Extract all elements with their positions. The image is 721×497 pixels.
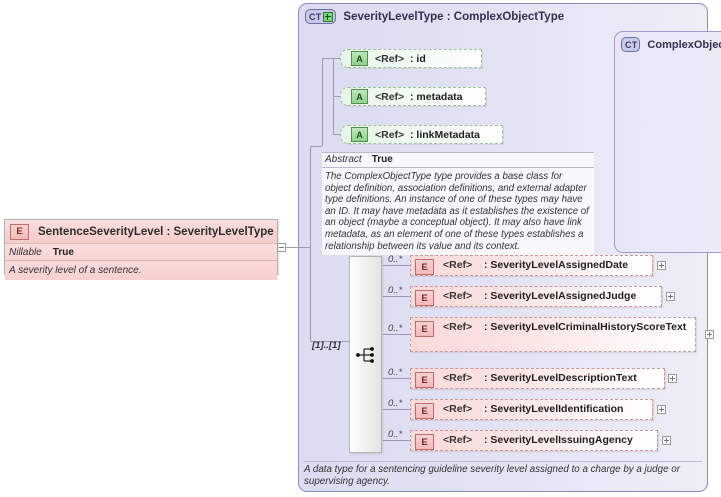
abstract-label: Abstract xyxy=(325,154,362,165)
expand-toggle-icon[interactable] xyxy=(662,436,671,445)
cardinality-label: 0..* xyxy=(388,254,403,265)
attribute-tree-spine xyxy=(322,58,323,146)
attribute-badge-icon: A xyxy=(351,51,368,66)
nillable-label: Nillable xyxy=(9,246,42,258)
complextype-badge-icon[interactable]: CT xyxy=(305,9,337,24)
element-ref-row[interactable]: E <Ref> : SeverityLevelIdentification xyxy=(410,399,653,420)
expand-toggle-icon[interactable] xyxy=(657,405,666,414)
element-ref-name: : SeverityLevelIssuingAgency xyxy=(484,434,633,446)
attribute-ref-label: <Ref> xyxy=(375,90,405,103)
element-ref-row[interactable]: E <Ref> : SeverityLevelCriminalHistorySc… xyxy=(410,317,696,352)
cardinality-label: 0..* xyxy=(388,367,403,378)
attribute-spine-bottom xyxy=(310,146,322,147)
element-badge-icon: E xyxy=(415,403,434,419)
attribute-row-id[interactable]: A <Ref> : id xyxy=(340,49,482,68)
nillable-value: True xyxy=(52,246,74,258)
expand-toggle-icon[interactable] xyxy=(666,292,675,301)
attribute-branch-metadata xyxy=(333,96,342,97)
complextype-title: SeverityLevelType : ComplexObjectType xyxy=(343,10,565,23)
base-complextype-header: CT ComplexObjectType : <None> xyxy=(621,37,721,52)
complextype-header: CT SeverityLevelType : ComplexObjectType xyxy=(305,9,564,24)
element-box-sentenceseveritylevel[interactable]: E SentenceSeverityLevel : SeverityLevelT… xyxy=(4,219,278,280)
cardinality-label: 0..* xyxy=(388,285,403,296)
attribute-name: : id xyxy=(410,52,426,65)
base-complextype-badge-icon[interactable]: CT xyxy=(621,37,641,52)
attribute-badge-icon: A xyxy=(351,127,368,142)
attribute-ref-label: <Ref> xyxy=(375,52,405,65)
abstract-value: True xyxy=(371,154,393,165)
connector-element-to-type xyxy=(286,247,310,248)
type-documentation: A data type for a sentencing guideline s… xyxy=(304,461,702,488)
ct-inner-badge-label: CT xyxy=(625,39,638,50)
sequence-cardinality: [1]..[1] xyxy=(312,340,341,351)
element-badge-icon: E xyxy=(415,434,434,450)
element-ref-label: <Ref> xyxy=(443,259,473,271)
branch-line-1 xyxy=(383,296,410,297)
collapse-toggle-element[interactable] xyxy=(277,243,286,252)
attribute-name: : metadata xyxy=(410,90,463,103)
element-ref-name: : SeverityLevelAssignedDate xyxy=(484,259,629,271)
element-badge-icon: E xyxy=(415,372,434,388)
base-type-info-panel: Abstract True The ComplexObjectType type… xyxy=(322,152,594,256)
branch-line-3 xyxy=(383,378,410,379)
attribute-name: : linkMetadata xyxy=(410,128,481,141)
element-ref-row[interactable]: E <Ref> : SeverityLevelAssignedJudge xyxy=(410,286,662,307)
element-documentation: A severity level of a sentence. xyxy=(5,261,277,280)
cardinality-label: 0..* xyxy=(388,429,403,440)
element-ref-label: <Ref> xyxy=(443,403,473,415)
base-complextype-title: ComplexObjectType : <None> xyxy=(647,38,721,51)
sequence-compositor-panel[interactable] xyxy=(349,256,382,453)
base-type-documentation: The ComplexObjectType type provides a ba… xyxy=(322,168,594,256)
element-ref-row[interactable]: E <Ref> : SeverityLevelDescriptionText xyxy=(410,368,665,389)
abstract-property-row: Abstract True xyxy=(322,153,594,168)
connector-spine-to-sequence xyxy=(310,341,349,342)
element-property-row: Nillable True xyxy=(5,244,277,261)
attribute-badge-icon: A xyxy=(351,89,368,104)
attribute-row-metadata[interactable]: A <Ref> : metadata xyxy=(340,87,486,106)
element-ref-name: : SeverityLevelCriminalHistoryScoreText xyxy=(484,321,687,333)
element-ref-label: <Ref> xyxy=(443,434,473,446)
element-badge-icon: E xyxy=(415,259,434,275)
element-ref-label: <Ref> xyxy=(443,372,473,384)
attribute-branch-linkmetadata xyxy=(333,134,342,135)
sequence-compositor-icon xyxy=(356,347,374,363)
branch-line-5 xyxy=(383,440,410,441)
element-ref-name: : SeverityLevelDescriptionText xyxy=(484,372,637,384)
element-ref-row[interactable]: E <Ref> : SeverityLevelIssuingAgency xyxy=(410,430,658,451)
element-badge-icon: E xyxy=(415,321,434,337)
ct-badge-label: CT xyxy=(309,11,322,22)
element-ref-row[interactable]: E <Ref> : SeverityLevelAssignedDate xyxy=(410,255,653,276)
expand-toggle-icon[interactable] xyxy=(705,330,714,339)
attribute-ref-label: <Ref> xyxy=(375,128,405,141)
expand-toggle-icon[interactable] xyxy=(668,374,677,383)
attribute-spine-top xyxy=(322,58,333,59)
element-title: SentenceSeverityLevel : SeverityLevelTyp… xyxy=(38,225,274,238)
branch-line-2 xyxy=(383,334,410,335)
expand-toggle-icon[interactable] xyxy=(657,261,666,270)
element-badge-icon: E xyxy=(415,290,434,306)
cardinality-label: 0..* xyxy=(388,398,403,409)
branch-line-4 xyxy=(383,409,410,410)
cardinality-label: 0..* xyxy=(388,323,403,334)
expand-plus-icon[interactable] xyxy=(323,11,334,22)
element-ref-name: : SeverityLevelIdentification xyxy=(484,403,624,415)
element-ref-label: <Ref> xyxy=(443,321,473,333)
content-model-spine xyxy=(310,146,311,341)
element-badge-icon: E xyxy=(10,223,29,240)
element-box-header: E SentenceSeverityLevel : SeverityLevelT… xyxy=(5,220,277,244)
element-ref-label: <Ref> xyxy=(443,290,473,302)
attribute-row-linkmetadata[interactable]: A <Ref> : linkMetadata xyxy=(340,125,503,144)
complextype-container-complexobjecttype: CT ComplexObjectType : <None> xyxy=(614,31,721,253)
attribute-branch-id xyxy=(333,58,342,59)
branch-line-0 xyxy=(383,265,410,266)
element-ref-name: : SeverityLevelAssignedJudge xyxy=(484,290,637,302)
